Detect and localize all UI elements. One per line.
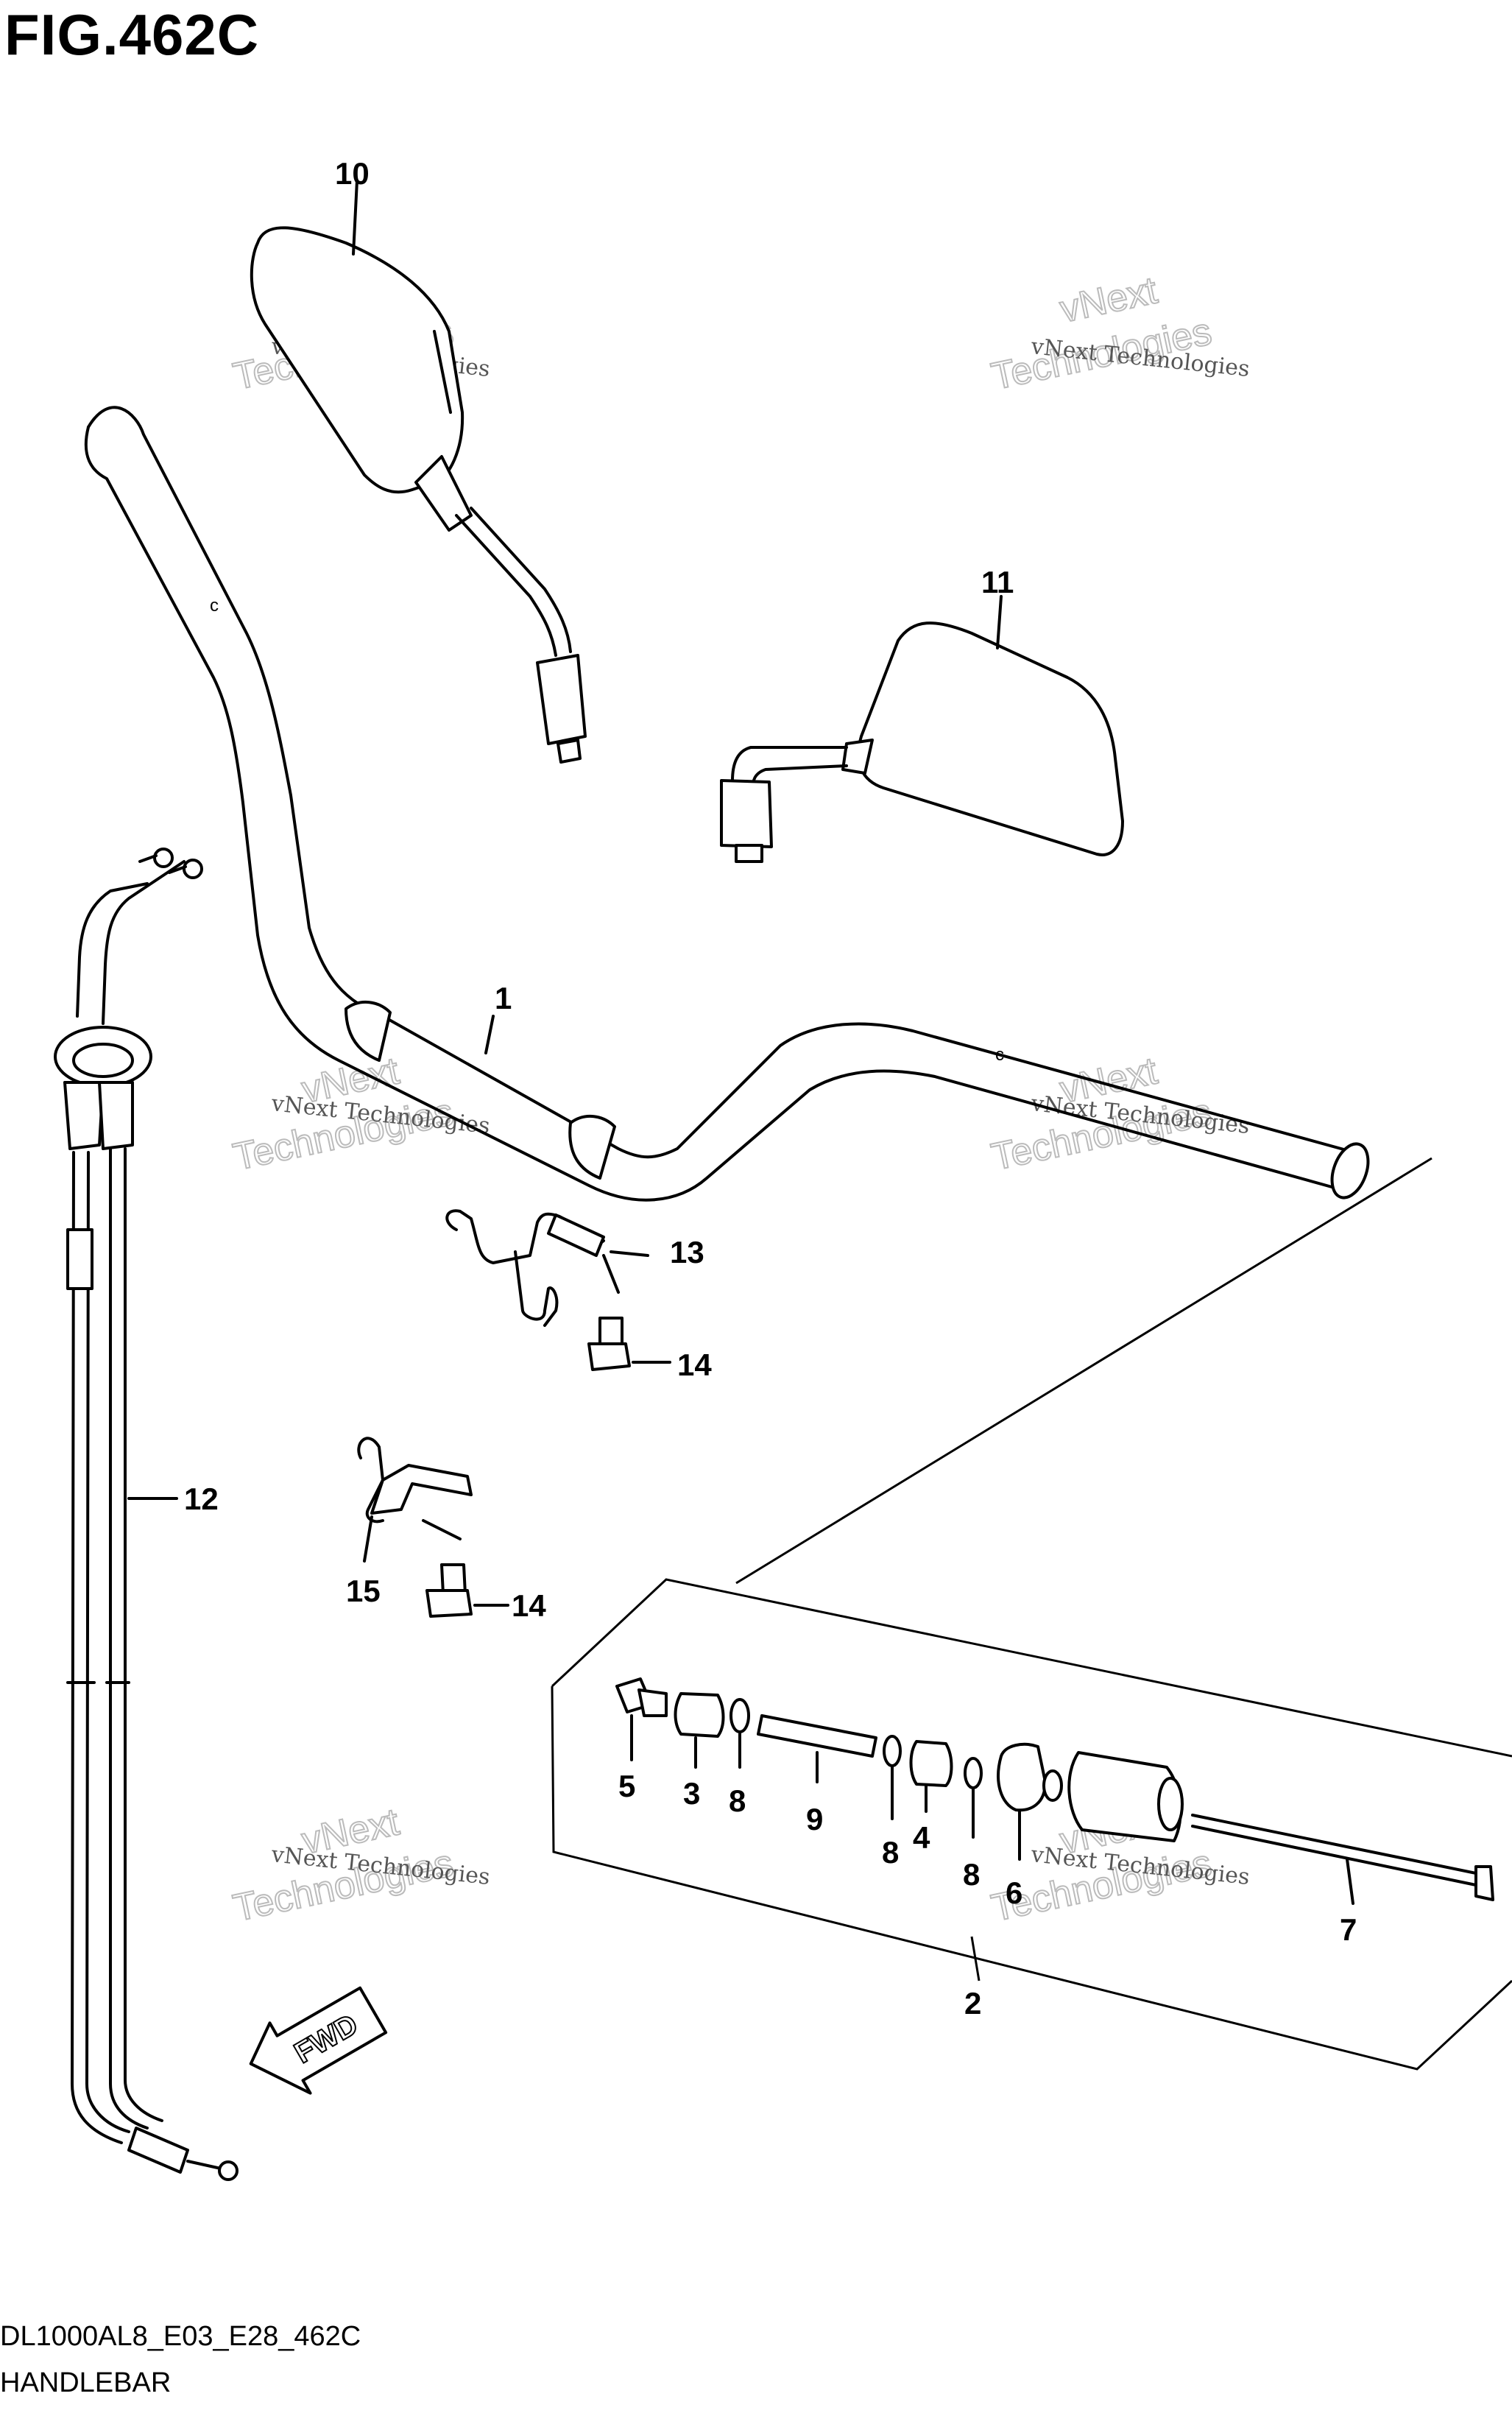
callout-9: 9 — [806, 1802, 823, 1836]
part-4-collar — [909, 1740, 953, 1813]
part-5-nut — [615, 1677, 668, 1761]
part-7-screw — [1191, 1814, 1494, 1905]
part-8-washer-b — [883, 1735, 902, 1820]
part-balancer-weight — [1067, 1751, 1184, 1842]
part-6-rubber — [997, 1742, 1063, 1861]
callout-2: 2 — [964, 1986, 981, 2021]
callout-7: 7 — [1340, 1912, 1357, 1947]
callout-15: 15 — [346, 1574, 381, 1608]
clamp-13 — [445, 1209, 649, 1327]
throttle-cable — [54, 848, 239, 2181]
callout-4: 4 — [913, 1820, 930, 1855]
callout-12: 12 — [184, 1482, 219, 1516]
mirror-left — [250, 179, 587, 764]
part-9-spacer — [757, 1714, 877, 1783]
callout-8: 8 — [729, 1783, 746, 1818]
handlebar: c c — [84, 406, 1432, 1585]
callout-5: 5 — [618, 1769, 635, 1803]
callout-13: 13 — [670, 1235, 704, 1269]
svg-text:c: c — [995, 1045, 1004, 1065]
part-8-washer-c — [964, 1757, 983, 1839]
callout-1: 1 — [495, 981, 512, 1015]
callout-11: 11 — [981, 565, 1014, 599]
callout-8: 8 — [963, 1857, 980, 1892]
callout-14: 14 — [512, 1588, 546, 1623]
balancer-assembly-box — [551, 1578, 1512, 2071]
callout-8: 8 — [882, 1835, 899, 1870]
callout-14: 14 — [677, 1348, 712, 1382]
fwd-arrow: FWD — [249, 1986, 388, 2095]
callout-10: 10 — [335, 156, 370, 191]
watermarks: vNext Technologies vNext Technologies vN… — [229, 268, 1251, 1931]
section-name: HANDLEBAR — [0, 2367, 172, 2398]
watermark-large: vNext — [1056, 269, 1162, 331]
callout-labels: 1 2 3 4 5 6 7 8 8 8 9 10 11 12 13 14 14 … — [184, 156, 1357, 2021]
mirror-right — [720, 595, 1124, 863]
callout-3: 3 — [683, 1776, 700, 1811]
model-code: DL1000AL8_E03_E28_462C — [0, 2321, 361, 2352]
part-8-washer-a — [729, 1698, 750, 1769]
bracket-15 — [357, 1437, 473, 1563]
bolt-14-upper — [587, 1317, 671, 1371]
fwd-label: FWD — [289, 2008, 364, 2070]
figure-title: FIG.462C — [4, 2, 260, 67]
callout-6: 6 — [1006, 1875, 1022, 1910]
bolt-14-lower — [425, 1563, 509, 1618]
svg-text:c: c — [210, 596, 219, 616]
part-3-collar — [674, 1692, 725, 1769]
